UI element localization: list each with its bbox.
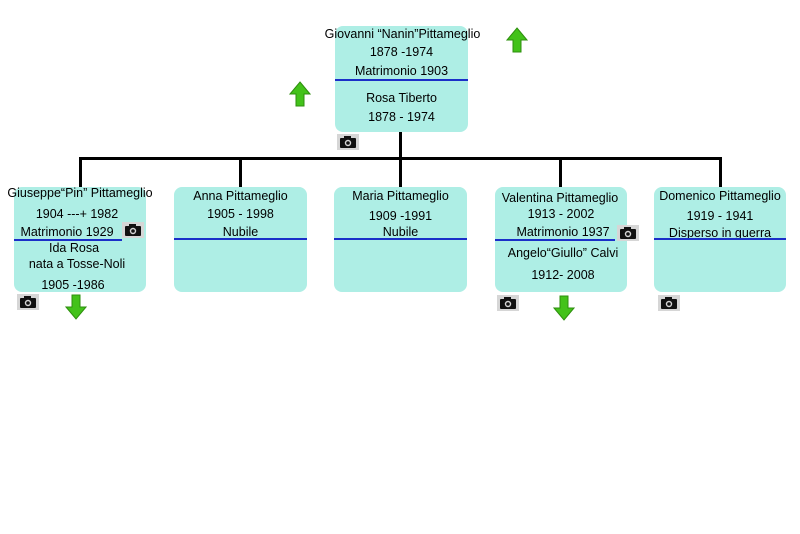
child-1-marriage: Matrimonio 1929	[20, 225, 114, 239]
child-4-years: 1913 - 2002	[527, 207, 595, 221]
root-connector-vertical	[399, 132, 402, 159]
child-connector-5	[719, 157, 722, 187]
root-marriage: Matrimonio 1903	[354, 64, 449, 78]
child-1-spouse-note: nata a Tosse-Noli	[28, 257, 126, 271]
child-5-status: Disperso in guerra	[668, 226, 772, 240]
camera-icon[interactable]	[497, 295, 519, 311]
root-husband-years: 1878 -1974	[369, 45, 434, 59]
root-wife-years: 1878 - 1974	[368, 110, 435, 124]
arrow-up-icon[interactable]	[506, 27, 528, 53]
camera-icon[interactable]	[122, 222, 144, 238]
child-connector-3	[399, 157, 402, 187]
child-3-name: Maria Pittameglio	[352, 189, 449, 203]
child-4-separator	[495, 239, 615, 241]
child-2-name: Anna Pittameglio	[193, 189, 288, 203]
child-5-name: Domenico Pittameglio	[659, 189, 781, 203]
arrow-down-icon[interactable]	[65, 294, 87, 320]
child-3-status: Nubile	[382, 225, 419, 239]
arrow-down-icon[interactable]	[553, 295, 575, 321]
child-1-separator	[14, 239, 122, 241]
child-5-years: 1919 - 1941	[686, 209, 754, 223]
child-5-separator	[654, 238, 786, 240]
camera-icon[interactable]	[658, 295, 680, 311]
camera-icon[interactable]	[617, 225, 639, 241]
child-4-spouse-name: Angelo“Giullo” Calvi	[507, 246, 619, 260]
child-3-years: 1909 -1991	[368, 209, 433, 223]
camera-icon[interactable]	[17, 294, 39, 310]
root-separator	[335, 79, 468, 81]
camera-icon[interactable]	[337, 134, 359, 150]
child-1-name: Giuseppe“Pin” Pittameglio	[7, 186, 153, 200]
child-4-name: Valentina Pittameglio	[501, 191, 619, 205]
child-1-spouse-name: Ida Rosa	[48, 241, 100, 255]
child-connector-1	[79, 157, 82, 187]
root-wife-name: Rosa Tiberto	[366, 91, 437, 105]
child-4-marriage: Matrimonio 1937	[516, 225, 610, 239]
child-connector-2	[239, 157, 242, 187]
child-4-spouse-years: 1912- 2008	[531, 268, 595, 282]
arrow-up-icon[interactable]	[289, 81, 311, 107]
child-connector-4	[559, 157, 562, 187]
child-1-years: 1904 ---+ 1982	[35, 207, 119, 221]
child-2-separator	[174, 238, 307, 240]
root-husband-name: Giovanni “Nanin”Pittameglio	[324, 27, 481, 41]
child-3-separator	[334, 238, 467, 240]
child-2-status: Nubile	[222, 225, 259, 239]
child-2-years: 1905 - 1998	[207, 207, 274, 221]
child-1-spouse-years: 1905 -1986	[41, 278, 105, 292]
